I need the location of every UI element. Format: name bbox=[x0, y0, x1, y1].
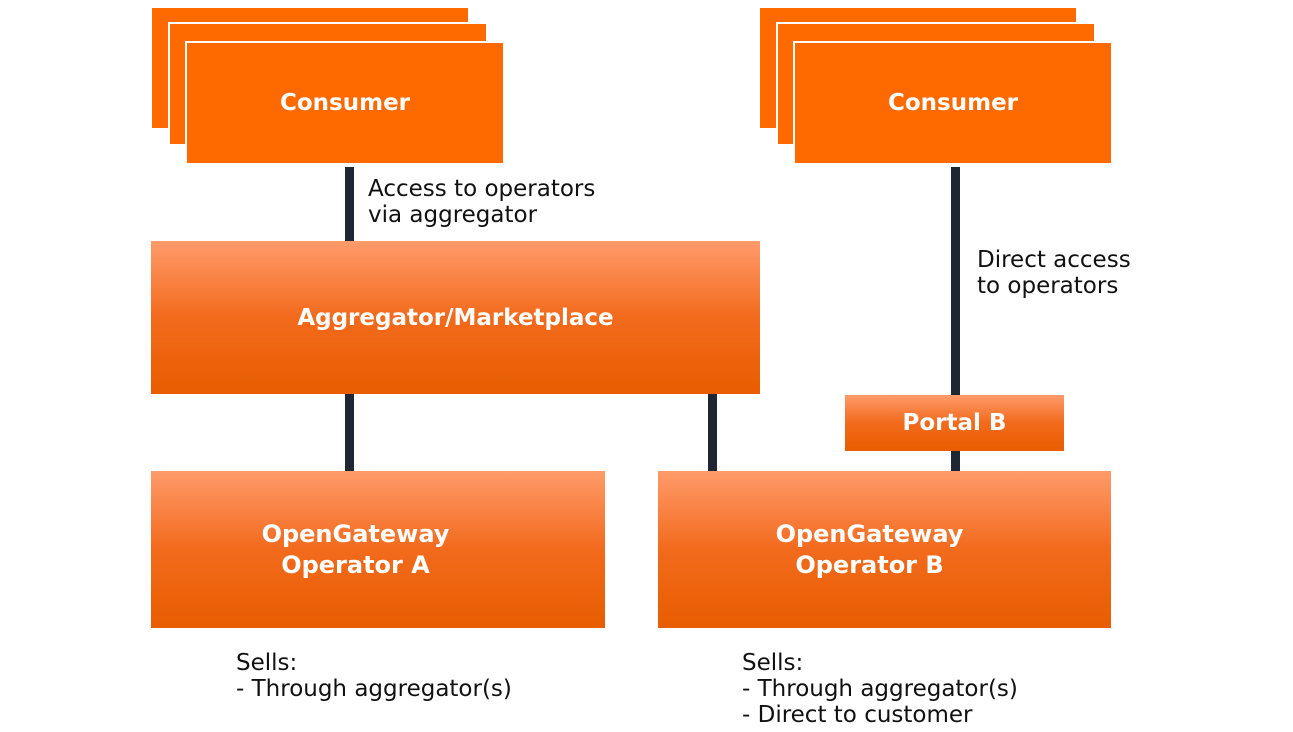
connector-consumer-left-to-aggregator bbox=[345, 167, 354, 242]
aggregator-label: Aggregator/Marketplace bbox=[297, 304, 614, 331]
consumer-box-left: Consumer bbox=[185, 41, 505, 165]
portal-b-label: Portal B bbox=[902, 410, 1007, 436]
connector-consumer-right-to-portal-b bbox=[951, 167, 960, 395]
annotation-operator-a-sells: Sells: - Through aggregator(s) bbox=[236, 650, 512, 702]
connector-portal-b-to-operator-b bbox=[951, 450, 960, 473]
annotation-access-via-aggregator: Access to operators via aggregator bbox=[368, 176, 596, 228]
annotation-operator-b-sells: Sells: - Through aggregator(s) - Direct … bbox=[742, 650, 1018, 728]
operator-b-box: OpenGateway Operator B bbox=[658, 471, 1111, 628]
portal-b-box: Portal B bbox=[845, 395, 1064, 451]
connector-aggregator-to-operator-b bbox=[708, 393, 717, 473]
consumer-label-left: Consumer bbox=[279, 90, 411, 116]
operator-b-label: OpenGateway Operator B bbox=[775, 519, 964, 579]
annotation-direct-access: Direct access to operators bbox=[977, 247, 1131, 299]
consumer-box-right: Consumer bbox=[793, 41, 1113, 165]
consumer-label-right: Consumer bbox=[887, 90, 1019, 116]
operator-a-label: OpenGateway Operator A bbox=[261, 519, 450, 579]
connector-aggregator-to-operator-a bbox=[345, 393, 354, 473]
operator-a-box: OpenGateway Operator A bbox=[151, 471, 605, 628]
aggregator-box: Aggregator/Marketplace bbox=[151, 241, 760, 394]
